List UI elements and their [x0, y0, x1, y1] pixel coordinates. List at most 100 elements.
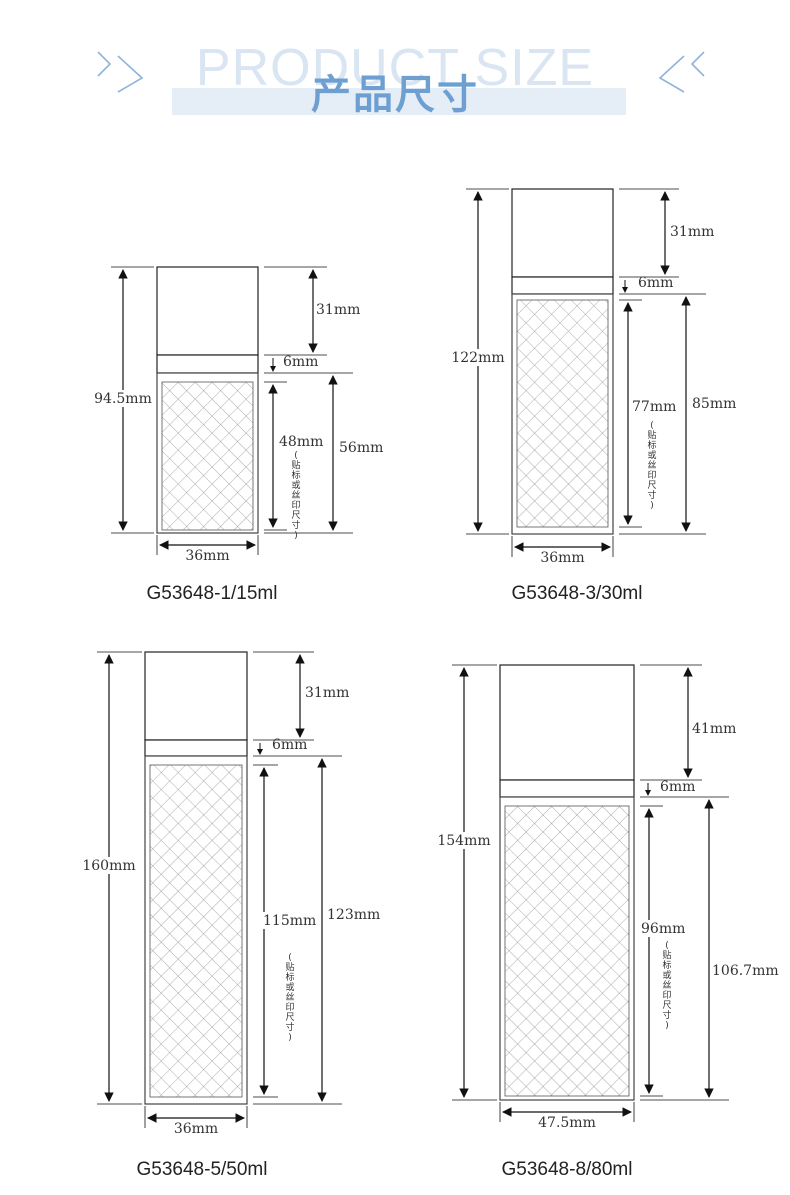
label-area	[149, 764, 243, 1098]
label-height-label: 115mm	[263, 913, 316, 929]
label-note-char: 或	[662, 969, 671, 981]
label-note-char: (	[665, 941, 669, 951]
width-label-bg	[540, 1114, 594, 1131]
label-note-char: 标	[662, 959, 671, 971]
label-note-char: (	[288, 953, 292, 963]
label-note-char: 标	[291, 469, 300, 481]
label-note-char: )	[665, 1021, 669, 1031]
bottle-cap	[144, 651, 248, 741]
body-height-bg	[691, 395, 726, 412]
label-note-char: 寸	[285, 1021, 294, 1033]
body-height-bg	[326, 906, 369, 923]
label-note-char: )	[650, 501, 654, 511]
neck-arrow-head	[270, 366, 276, 372]
label-note-char: 丝	[285, 991, 294, 1003]
label-note-char: 寸	[291, 519, 300, 531]
label-height-bg	[640, 920, 675, 937]
label-note-char: 贴	[662, 949, 671, 961]
page-title: 产品尺寸	[311, 72, 479, 118]
label-area	[516, 299, 609, 528]
model-caption: G53648-1/15ml	[146, 583, 278, 604]
width-label: 36mm	[174, 1121, 218, 1137]
label-note-char: 印	[285, 1001, 294, 1013]
bottle-neck	[511, 276, 614, 295]
label-note-char: 印	[662, 989, 671, 1001]
label-note-char: (	[294, 451, 298, 461]
total-label-bg	[86, 857, 132, 874]
total-height-label: 154mm	[437, 833, 490, 849]
label-area	[161, 381, 254, 531]
label-note-char: 寸	[647, 489, 656, 501]
cap-height-label: 31mm	[670, 224, 714, 240]
body-height-label: 106.7mm	[712, 963, 779, 979]
bottle-neck	[156, 354, 259, 374]
bottle-cap	[499, 664, 635, 781]
neck-arrow-head	[622, 287, 628, 293]
label-note-char: 尺	[662, 1000, 671, 1011]
title-bar	[172, 88, 626, 115]
cap-height-label: 41mm	[692, 721, 736, 737]
width-label-bg	[189, 547, 226, 564]
label-note-char: 寸	[662, 1009, 671, 1021]
label-height-label: 48mm	[279, 434, 323, 450]
cap-height-label: 31mm	[316, 302, 360, 318]
label-height-bg	[278, 433, 313, 450]
label-height-bg	[631, 398, 666, 415]
label-note-char: )	[294, 531, 298, 541]
label-note-char: 丝	[647, 459, 656, 471]
label-height-bg	[262, 912, 305, 929]
neck-height-label: 6mm	[283, 354, 318, 370]
label-note-char: 或	[285, 981, 294, 993]
header: PRODUCT SIZE 产品尺寸	[0, 0, 790, 130]
label-note-char: 丝	[662, 979, 671, 991]
double-chevron-right-icon	[97, 51, 144, 93]
label-note-char: 贴	[291, 459, 300, 471]
label-note-char: 或	[291, 479, 300, 491]
total-height-label: 160mm	[82, 858, 135, 874]
label-note-char: 尺	[647, 480, 656, 491]
total-label-bg	[455, 349, 501, 366]
body-height-label: 85mm	[692, 396, 736, 412]
width-label: 47.5mm	[538, 1115, 596, 1131]
double-chevron-left-icon	[658, 51, 705, 93]
neck-height-label: 6mm	[638, 275, 673, 291]
body-height-bg	[338, 439, 373, 456]
width-label-bg	[177, 1120, 215, 1137]
model-caption: G53648-3/30ml	[511, 583, 643, 604]
total-label-bg	[441, 832, 487, 849]
model-caption: G53648-8/80ml	[501, 1159, 633, 1180]
width-label: 36mm	[540, 550, 584, 566]
label-area	[504, 805, 630, 1097]
label-note-char: 丝	[291, 489, 300, 501]
neck-height-label: 6mm	[272, 737, 307, 753]
bg-title: PRODUCT SIZE	[195, 39, 595, 97]
cap-height-label: 31mm	[305, 685, 349, 701]
label-height-label: 96mm	[641, 921, 685, 937]
label-note-char: 尺	[291, 510, 300, 521]
label-note-char: 标	[285, 971, 294, 983]
body-height-bg	[711, 962, 771, 979]
bottle-neck	[144, 739, 248, 757]
label-note-char: 印	[647, 469, 656, 481]
label-note-char: 贴	[647, 429, 656, 441]
label-note-char: 标	[647, 439, 656, 451]
bottle-cap	[156, 266, 259, 356]
label-note-char: 或	[647, 449, 656, 461]
total-height-label: 94.5mm	[94, 391, 152, 407]
neck-height-label: 6mm	[660, 779, 695, 795]
width-label: 36mm	[185, 548, 229, 564]
width-label-bg	[544, 549, 581, 566]
total-label-bg	[96, 390, 150, 407]
label-note-char: (	[650, 421, 654, 431]
bottle-cap	[511, 188, 614, 278]
label-note-char: 尺	[285, 1012, 294, 1023]
body-height-label: 56mm	[339, 440, 383, 456]
